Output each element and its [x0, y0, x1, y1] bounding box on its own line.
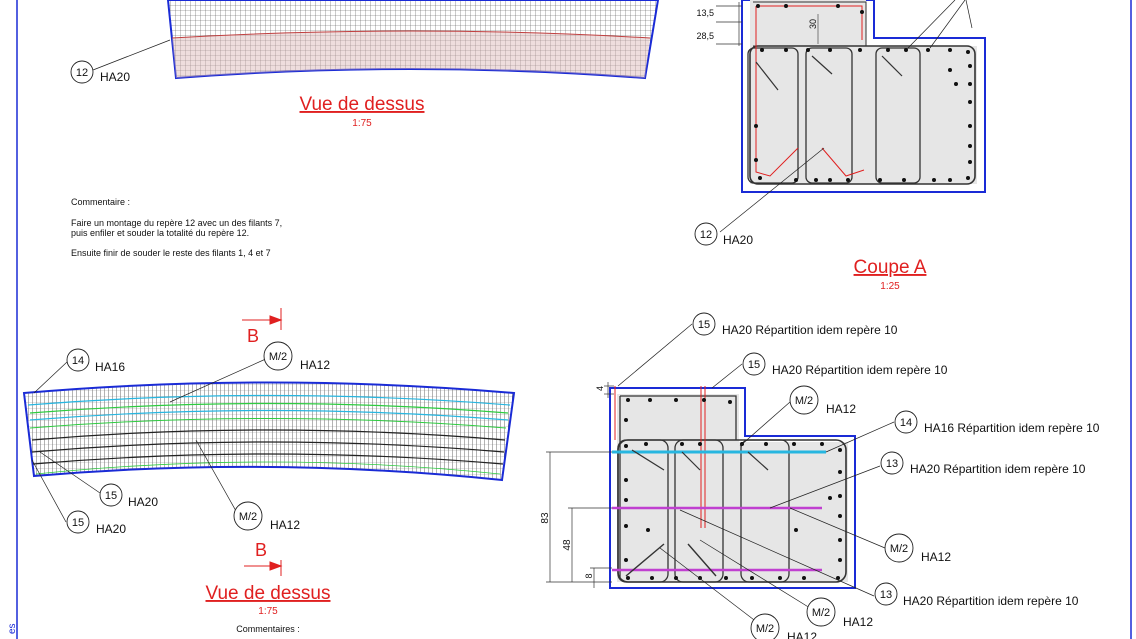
- bar-label: HA12: [921, 550, 951, 564]
- callout-12-top: 12 HA20: [70, 60, 130, 84]
- callout-m2-top: M/2 HA12: [263, 341, 330, 372]
- bottom-view-slab: [22, 381, 516, 482]
- callout-text: HA20 Répartition idem repère 10: [772, 363, 948, 377]
- callout-number: 12: [76, 67, 88, 79]
- callout-number: M/2: [269, 351, 287, 363]
- comment-line-1: Faire un montage du repère 12 avec un de…: [71, 218, 283, 228]
- dim-4: 4: [595, 386, 605, 391]
- callout-text: HA16 Répartition idem repère 10: [924, 421, 1100, 435]
- callout-number: 13: [886, 458, 898, 470]
- dim-83: 83: [540, 512, 551, 524]
- section-cut-mark-top: B: [242, 308, 283, 346]
- dim-8: 8: [584, 573, 594, 578]
- bar-label: HA12: [300, 358, 330, 372]
- callout-number: M/2: [756, 623, 774, 635]
- callout-number: 15: [72, 517, 84, 529]
- view-scale-bottom: 1:75: [258, 606, 278, 617]
- section-scale-a: 1:25: [880, 281, 900, 292]
- section-letter: B: [255, 540, 267, 560]
- comment-heading: Commentaire :: [71, 197, 131, 207]
- section-title-a: Coupe A: [854, 257, 927, 278]
- callout-number: M/2: [890, 543, 908, 555]
- leader-lines-bottom: [31, 357, 269, 523]
- section-b: [609, 386, 856, 589]
- callout-number: 15: [698, 319, 710, 331]
- dim-28-5: 28,5: [696, 31, 714, 41]
- bar-label: HA20: [128, 495, 158, 509]
- callout-text: HA20 Répartition idem repère 10: [722, 323, 898, 337]
- callout-number: M/2: [795, 395, 813, 407]
- bar-label: HA12: [843, 615, 873, 629]
- callout-number: M/2: [239, 511, 257, 523]
- bar-label: HA20: [100, 70, 130, 84]
- callout-number: 14: [900, 417, 912, 429]
- callout-number: M/2: [812, 607, 830, 619]
- callout-14-bottom: 14 HA16: [66, 348, 125, 374]
- callout-15-coupe-b-2: 15 HA20 Répartition idem repère 10: [742, 352, 948, 377]
- callout-number: 14: [72, 355, 84, 367]
- view-title-top: Vue de dessus: [300, 94, 425, 115]
- view-scale-top: 1:75: [352, 118, 372, 129]
- leader-lines-a: [719, 0, 973, 233]
- section-cut-mark-bottom: B: [244, 540, 283, 576]
- section-b-rebar-dots: [624, 398, 842, 580]
- dim-48: 48: [562, 539, 573, 551]
- bar-label: HA12: [826, 402, 856, 416]
- callout-text: HA20 Répartition idem repère 10: [903, 594, 1079, 608]
- comment-line-2: puis enfiler et souder la totalité du re…: [71, 228, 250, 238]
- bar-label: HA12: [787, 630, 817, 639]
- callout-13-coupe-b-1: 13 HA20 Répartition idem repère 10: [880, 451, 1086, 476]
- callout-15b-bottom: 15 HA20: [66, 510, 126, 536]
- callout-m2-coupe-b-3: M/2 HA12: [806, 597, 873, 629]
- top-view-slab: [166, 0, 660, 80]
- callout-m2-bottom: M/2 HA12: [233, 501, 300, 532]
- bar-label: HA12: [270, 518, 300, 532]
- callout-text: HA20 Répartition idem repère 10: [910, 462, 1086, 476]
- callout-12-coupe-a: 12 HA20: [694, 222, 753, 247]
- callout-number: 15: [105, 490, 117, 502]
- edge-fragment: es: [7, 623, 18, 634]
- view-title-bottom: Vue de dessus: [206, 583, 331, 604]
- dim-30: 30: [808, 19, 818, 29]
- callout-15a-bottom: 15 HA20: [99, 483, 158, 509]
- comments-heading-bottom: Commentaires :: [236, 624, 300, 634]
- callout-number: 15: [748, 359, 760, 371]
- section-b-dimensions: [546, 382, 614, 588]
- section-a-rebar-dots: [754, 4, 972, 182]
- leader-line: [92, 39, 171, 71]
- callout-14-coupe-b: 14 HA16 Répartition idem repère 10: [894, 410, 1100, 435]
- callout-m2-coupe-b-4: M/2 HA12: [750, 613, 817, 639]
- callout-m2-coupe-b-2: M/2 HA12: [884, 533, 951, 564]
- dim-13-5: 13,5: [696, 8, 714, 18]
- section-a-dimensions: [716, 2, 742, 46]
- callout-15-coupe-b-1: 15 HA20 Répartition idem repère 10: [692, 312, 898, 337]
- bar-label: HA16: [95, 360, 125, 374]
- leader-lines-b: [617, 323, 895, 627]
- callout-13-coupe-b-2: 13 HA20 Répartition idem repère 10: [874, 582, 1079, 608]
- comment-line-3: Ensuite finir de souder le reste des fil…: [71, 248, 271, 258]
- callout-number: 12: [700, 229, 712, 241]
- callout-m2-coupe-b-1: M/2 HA12: [789, 385, 856, 416]
- callout-number: 13: [880, 589, 892, 601]
- section-letter: B: [247, 326, 259, 346]
- bar-label: HA20: [723, 233, 753, 247]
- bar-label: HA20: [96, 522, 126, 536]
- section-a: [741, 0, 986, 193]
